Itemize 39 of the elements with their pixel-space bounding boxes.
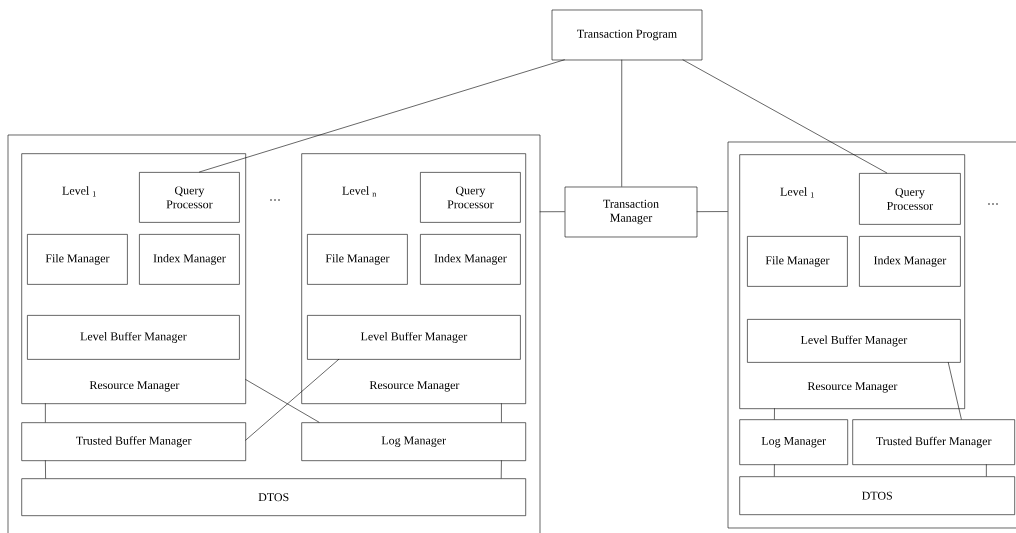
connector-line	[947, 361, 962, 420]
component-box: Query Processor	[420, 172, 521, 223]
ellipsis-label: …	[988, 203, 998, 205]
connector-line	[501, 403, 502, 423]
component-box: File Manager	[747, 236, 848, 287]
component-box: Query Processor	[859, 173, 961, 225]
connector-line	[500, 460, 502, 479]
component-box: Trusted Buffer Manager	[21, 422, 246, 461]
component-box: Transaction Manager	[564, 186, 698, 238]
component-box: File Manager	[27, 234, 128, 285]
component-box: Level Buffer Manager	[747, 319, 961, 363]
component-box: File Manager	[307, 234, 408, 285]
component-box: DTOS	[739, 476, 1015, 515]
connector-line	[774, 408, 775, 420]
component-box: Transaction Program	[551, 9, 703, 61]
component-box: DTOS	[21, 478, 526, 516]
component-box: Log Manager	[739, 419, 848, 465]
connector-line	[682, 59, 888, 174]
site-box	[727, 141, 1016, 529]
ellipsis-label: …	[270, 199, 280, 201]
connector-line	[539, 211, 565, 213]
component-box: Level Buffer Manager	[27, 315, 240, 360]
component-box: Index Manager	[859, 236, 961, 287]
connector-line	[245, 358, 340, 441]
connector-line	[198, 59, 566, 173]
component-box: Index Manager	[420, 234, 521, 285]
component-box: Index Manager	[139, 234, 240, 285]
connector-line	[245, 379, 320, 423]
site-box	[7, 134, 541, 533]
connector-line	[696, 211, 728, 212]
connector-line	[45, 403, 46, 423]
component-box: Trusted Buffer Manager	[852, 419, 1015, 465]
component-box: Level Buffer Manager	[307, 315, 521, 360]
connector-line	[774, 464, 775, 477]
component-box: Log Manager	[301, 422, 526, 461]
component-box: Query Processor	[139, 172, 240, 223]
connector-line	[986, 464, 987, 477]
connector-line	[45, 460, 46, 479]
connector-line	[621, 59, 623, 187]
